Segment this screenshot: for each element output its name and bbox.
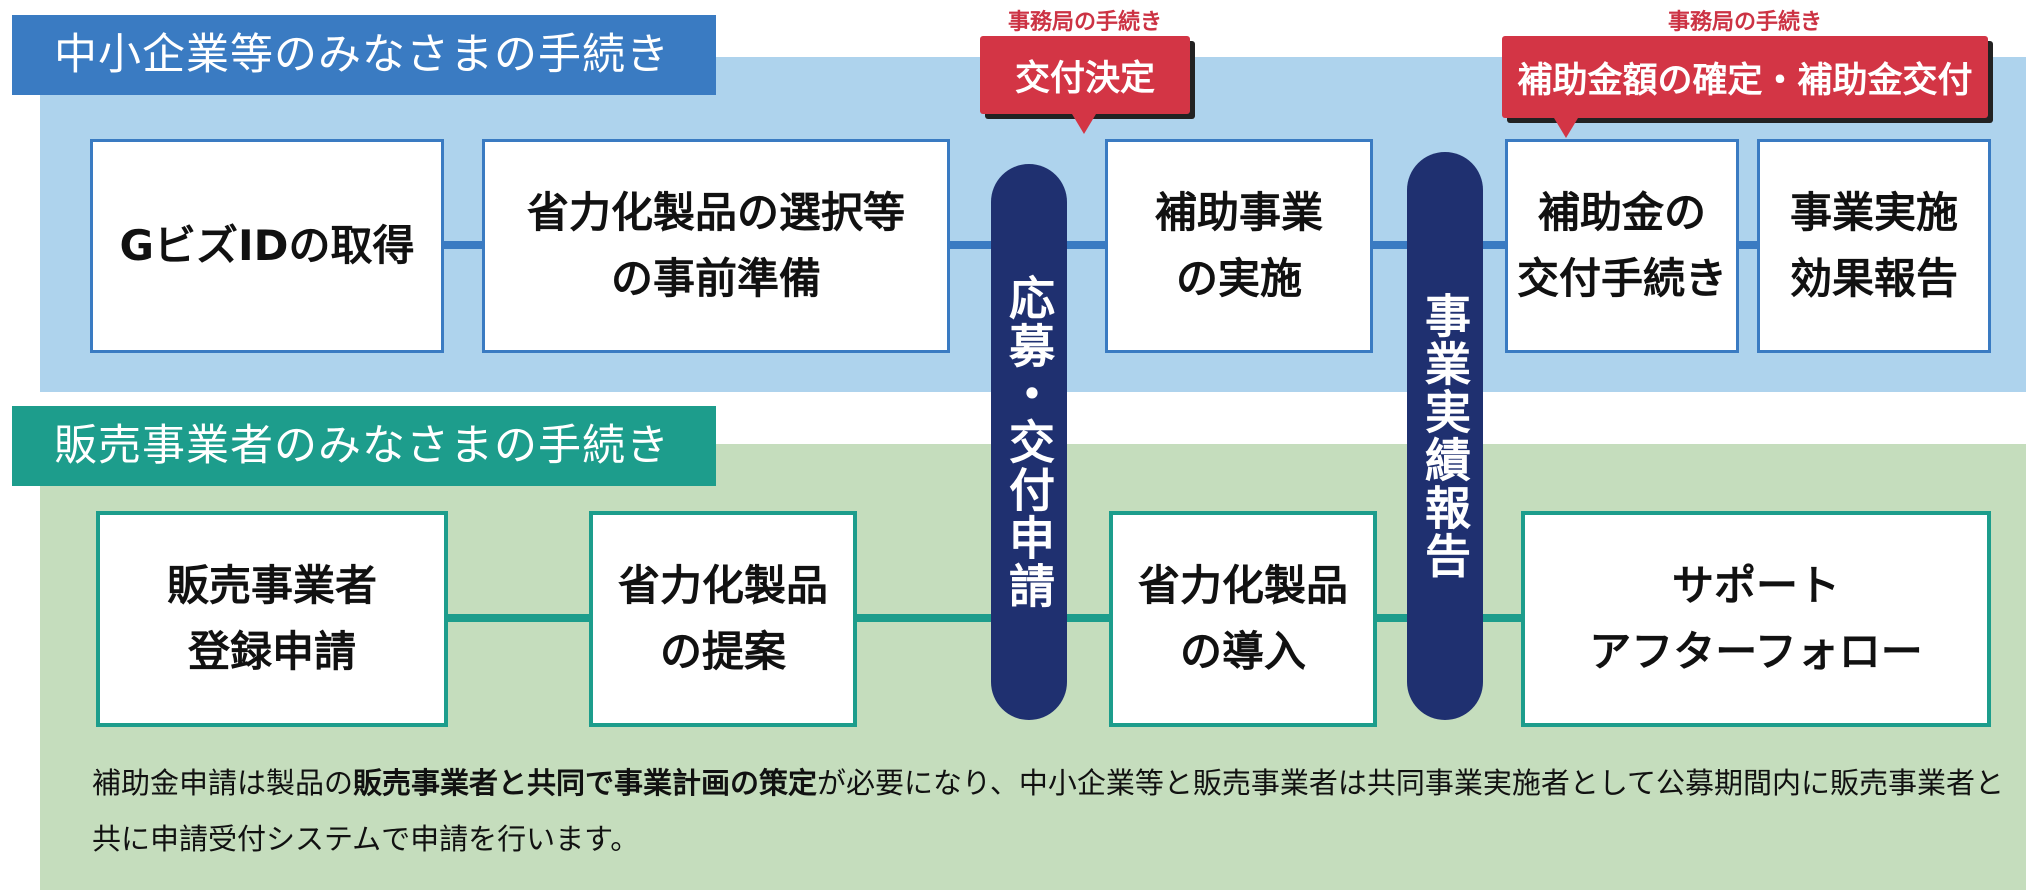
step-preparation: 省力化製品の選択等 の事前準備	[482, 139, 950, 353]
milestone-label: 事業実績報告	[1418, 292, 1472, 580]
note-text: 補助金申請は製品の	[92, 766, 354, 800]
note-emphasis: 販売事業者と共同で事業計画の策定	[353, 766, 818, 800]
step-label: 補助金の 交付手続き	[1516, 188, 1727, 303]
step-after-support: サポート アフターフォロー	[1521, 511, 1991, 727]
step-label: 補助事業 の実施	[1154, 188, 1323, 303]
explanatory-note: 補助金申請は製品の販売事業者と共同で事業計画の策定が必要になり、中小企業等と販売…	[92, 755, 2012, 867]
sme-section-title: 中小企業等のみなさまの手続き	[12, 15, 716, 95]
step-label: GビズIDの取得	[119, 221, 415, 270]
vendor-section-title: 販売事業者のみなさまの手続き	[12, 406, 716, 486]
step-label: 販売事業者 登録申請	[166, 561, 377, 676]
step-vendor-registration: 販売事業者 登録申請	[96, 511, 448, 727]
step-label: 省力化製品 の提案	[617, 561, 828, 676]
callout-label: 交付決定	[1014, 58, 1155, 99]
milestone-application: 応募・交付申請	[991, 164, 1067, 720]
milestone-performance-report: 事業実績報告	[1407, 152, 1483, 720]
step-gbiz-id: GビズIDの取得	[90, 139, 444, 353]
secretariat-caption: 事務局の手続き	[1007, 10, 1162, 35]
step-product-introduction: 省力化製品 の導入	[1109, 511, 1377, 727]
callout-label: 補助金額の確定・補助金交付	[1517, 60, 1973, 101]
step-label: 事業実施 効果報告	[1789, 188, 1958, 303]
note-text: が必要になり、中小企業等と販売事業者は共同事業実施者として公募期間内に販売事業者…	[92, 766, 2005, 856]
secretariat-caption: 事務局の手続き	[1667, 10, 1822, 35]
callout-pointer	[1072, 114, 1096, 134]
step-effect-report: 事業実施 効果報告	[1757, 139, 1991, 353]
step-grant-procedure: 補助金の 交付手続き	[1505, 139, 1739, 353]
callout-grant-decision: 交付決定	[980, 36, 1190, 114]
callout-pointer	[1554, 118, 1578, 138]
step-label: サポート アフターフォロー	[1589, 561, 1923, 676]
callout-grant-confirmation: 補助金額の確定・補助金交付	[1502, 36, 1988, 118]
step-product-proposal: 省力化製品 の提案	[589, 511, 857, 727]
step-label: 省力化製品の選択等 の事前準備	[526, 188, 905, 303]
step-project-execution: 補助事業 の実施	[1105, 139, 1373, 353]
milestone-label: 応募・交付申請	[1002, 274, 1056, 610]
step-label: 省力化製品 の導入	[1137, 561, 1348, 676]
